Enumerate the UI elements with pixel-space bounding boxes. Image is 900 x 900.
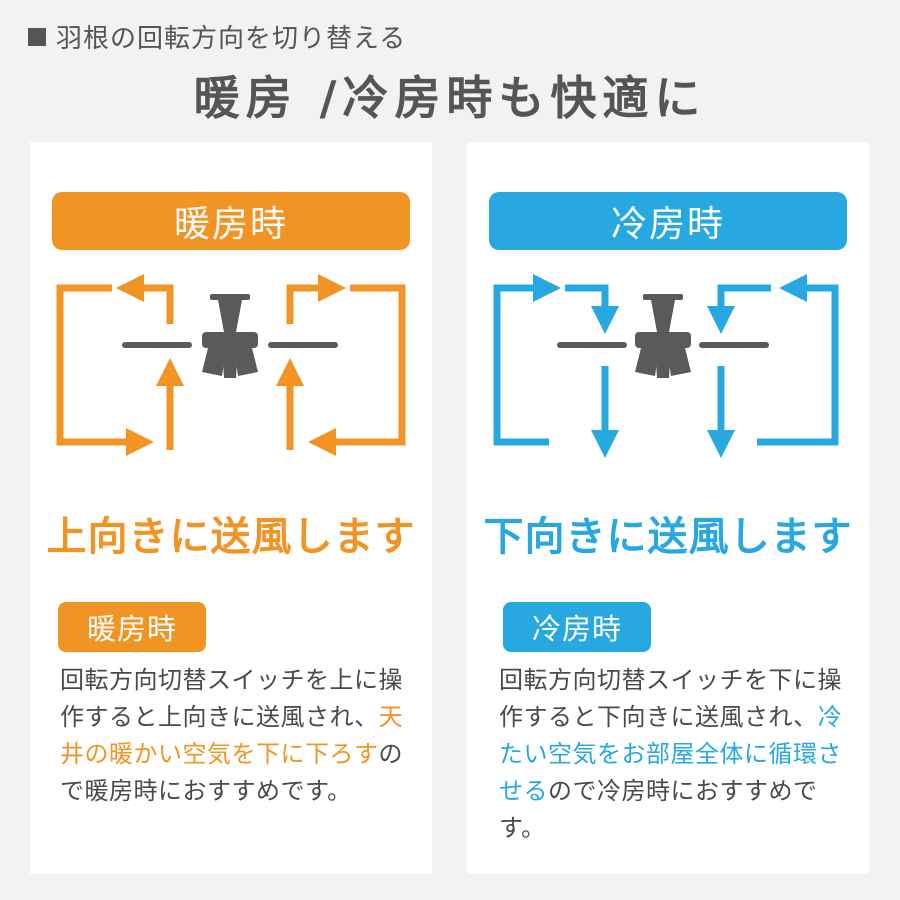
heating-description: 回転方向切替スイッチを上に操作すると上向きに送風され、天井の暖かい空気を下に下ろ… xyxy=(60,662,410,810)
heating-description-highlight: 天井の暖かい空気を下に下ろす xyxy=(60,703,404,768)
airflow-arrow-icon xyxy=(565,284,619,334)
heating-airflow-diagram xyxy=(56,274,406,456)
cooling-card: 冷房時 xyxy=(467,142,869,874)
heating-airflow-text: 上向きに送風します xyxy=(46,514,416,560)
square-bullet-icon xyxy=(28,27,46,46)
airflow-arrow-icon xyxy=(308,284,406,456)
cooling-chip: 冷房時 xyxy=(503,602,651,652)
section-label-text: 羽根の回転方向を切り替える xyxy=(56,24,407,54)
heating-mode-title: 暖房時 xyxy=(52,192,410,250)
ceiling-fan-icon xyxy=(557,294,769,378)
airflow-arrow-icon xyxy=(493,274,561,446)
cooling-description-before: 回転方向切替スイッチを下に操作すると下向きに送風され、 xyxy=(499,666,842,731)
airflow-arrow-icon xyxy=(286,274,346,324)
airflow-arrow-icon xyxy=(757,274,839,446)
cooling-description-highlight: 冷たい空気をお部屋全体に循環させる xyxy=(499,703,843,805)
ceiling-fan-icon xyxy=(122,294,338,378)
section-label: 羽根の回転方向を切り替える xyxy=(28,18,406,55)
cooling-description-after: ので冷房時におすすめです。 xyxy=(499,777,818,842)
heating-chip: 暖房時 xyxy=(58,602,206,652)
heating-description-after: ので暖房時におすすめです。 xyxy=(60,740,403,805)
cooling-mode-title: 冷房時 xyxy=(489,192,847,250)
airflow-arrow-icon xyxy=(56,284,154,456)
headline: 暖房 /冷房時も快適に xyxy=(193,71,707,125)
heating-description-before: 回転方向切替スイッチを上に操作すると上向きに送風され、 xyxy=(60,666,403,731)
cooling-airflow-text: 下向きに送風します xyxy=(483,514,853,560)
airflow-arrow-icon xyxy=(116,274,174,324)
airflow-arrow-icon xyxy=(707,284,771,334)
heating-card: 暖房時 xyxy=(30,142,432,874)
cooling-airflow-diagram xyxy=(493,274,839,458)
cooling-description: 回転方向切替スイッチを下に操作すると下向きに送風され、冷たい空気をお部屋全体に循… xyxy=(499,662,849,847)
